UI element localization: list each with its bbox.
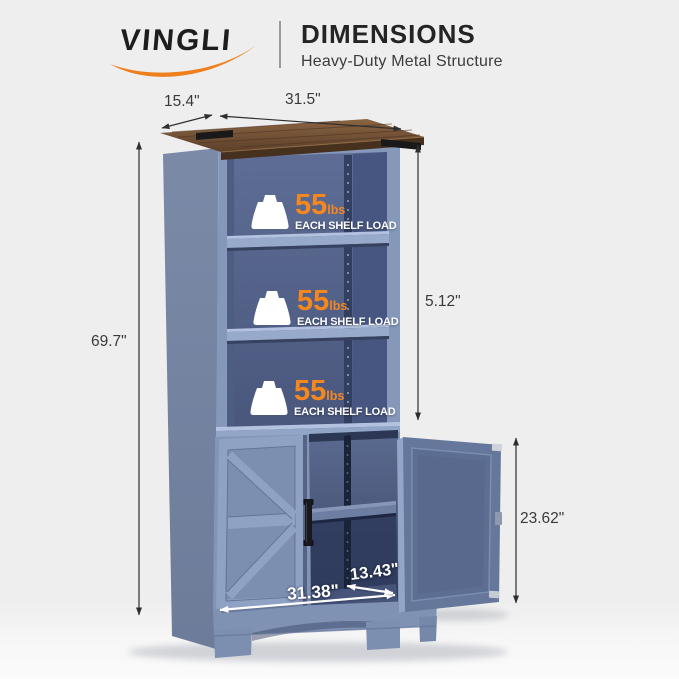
dim-overall-height: 69.7": [91, 333, 127, 350]
barn-door: [216, 435, 314, 611]
shelf-load-caption: EACH SHELF LOAD: [294, 406, 396, 419]
header-divider: [279, 21, 281, 68]
dim-door-height: 23.62": [520, 510, 565, 527]
cabinet-left-side: [163, 147, 220, 650]
shelf-load-value: 55: [297, 285, 330, 317]
shelf-load-badge: 55lbs EACH SHELF LOAD: [250, 377, 396, 419]
dim-bottom-width: 31.38": [286, 580, 340, 604]
dim-top-depth: 15.4": [164, 93, 200, 110]
door-latch: [495, 512, 502, 525]
weight-icon: [251, 195, 289, 230]
brand-logo: VINGLI: [108, 22, 268, 77]
shelf-load-value: 55: [295, 189, 328, 221]
title-block: DIMENSIONS Heavy-Duty Metal Structure: [301, 19, 503, 71]
page-title: DIMENSIONS: [301, 19, 476, 49]
hinge-bottom: [488, 590, 500, 599]
shelf-load-value: 55: [294, 375, 327, 407]
page-subtitle: Heavy-Duty Metal Structure: [301, 53, 503, 70]
dim-shelf-section-height: 5.12": [425, 293, 461, 310]
open-door: [397, 437, 503, 613]
logo-swoosh-icon: [110, 44, 258, 77]
dimension-lines-white: [219, 583, 396, 613]
shelf-load-unit: lbs: [329, 299, 348, 313]
dim-top-width: 31.5": [285, 91, 321, 108]
shelf-load-badge: 55lbs EACH SHELF LOAD: [251, 191, 397, 233]
shelf-load-unit: lbs: [327, 203, 346, 217]
hinge-top: [491, 443, 503, 452]
shelf-load-badge: 55lbs EACH SHELF LOAD: [253, 287, 399, 329]
shelf-load-caption: EACH SHELF LOAD: [295, 220, 397, 233]
weight-icon: [250, 381, 288, 416]
dimension-lines: [136, 113, 519, 616]
weight-icon: [253, 291, 291, 326]
door-handle: [303, 499, 314, 546]
shelf-load-caption: EACH SHELF LOAD: [297, 316, 399, 329]
shelf-load-unit: lbs: [326, 389, 345, 403]
